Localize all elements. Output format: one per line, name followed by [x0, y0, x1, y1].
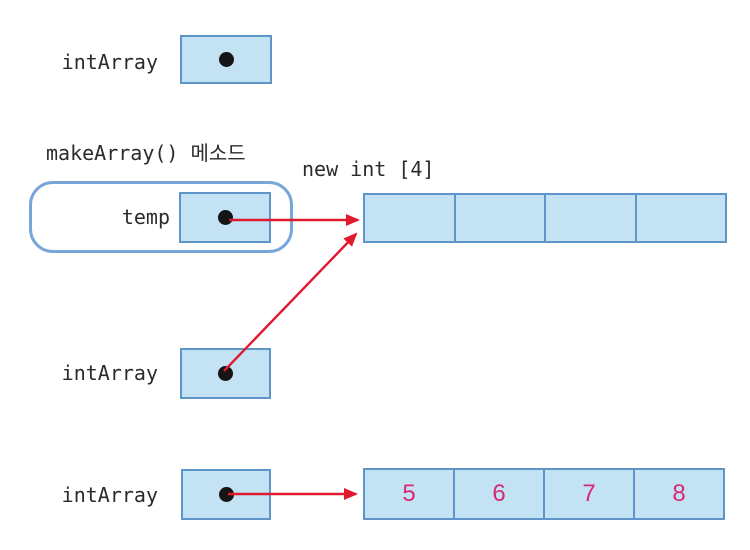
bottom-intarray-ref-box [181, 469, 271, 520]
array-cell-value: 5 [402, 480, 416, 507]
middle-intarray-ref-box [180, 348, 271, 399]
top-intarray-ref-box [180, 35, 272, 84]
array-cell-value: 8 [633, 470, 723, 518]
array-cell [365, 195, 454, 241]
reference-dot-icon [217, 210, 233, 225]
method-frame-title: makeArray() 메소드 [46, 141, 246, 165]
array-cell [634, 195, 726, 241]
array-cell-value: 6 [453, 470, 543, 518]
reference-dot-icon [218, 487, 234, 502]
heap-array [363, 193, 727, 243]
bottom-intarray-label: intArray [61, 483, 158, 507]
heap-array-label: new int [4] [302, 157, 435, 181]
reference-dot-icon [218, 366, 233, 381]
values-array: 5 6 7 8 [363, 468, 725, 520]
array-cell [544, 195, 635, 241]
array-cell [453, 195, 545, 241]
reference-dot-icon [218, 52, 234, 67]
middle-intarray-label: intArray [61, 361, 158, 385]
temp-ref-box [179, 192, 271, 243]
temp-label: temp [121, 205, 170, 229]
array-cell-value: 7 [543, 470, 633, 518]
top-intarray-label: intArray [61, 50, 158, 74]
